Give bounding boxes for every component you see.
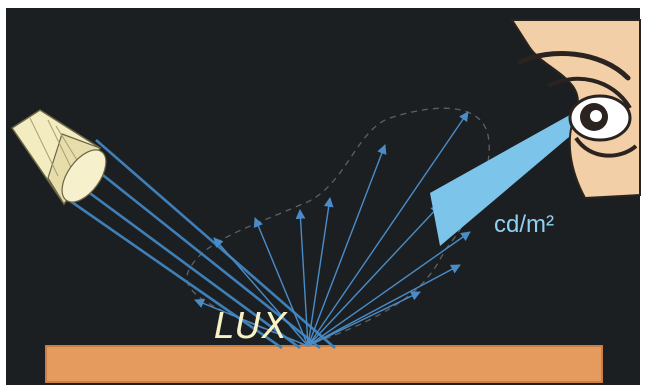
luminance-unit-label: cd/m²: [494, 211, 554, 238]
surface: [46, 346, 602, 382]
lux-label: LUX: [214, 306, 288, 347]
dark-background: [6, 8, 640, 385]
